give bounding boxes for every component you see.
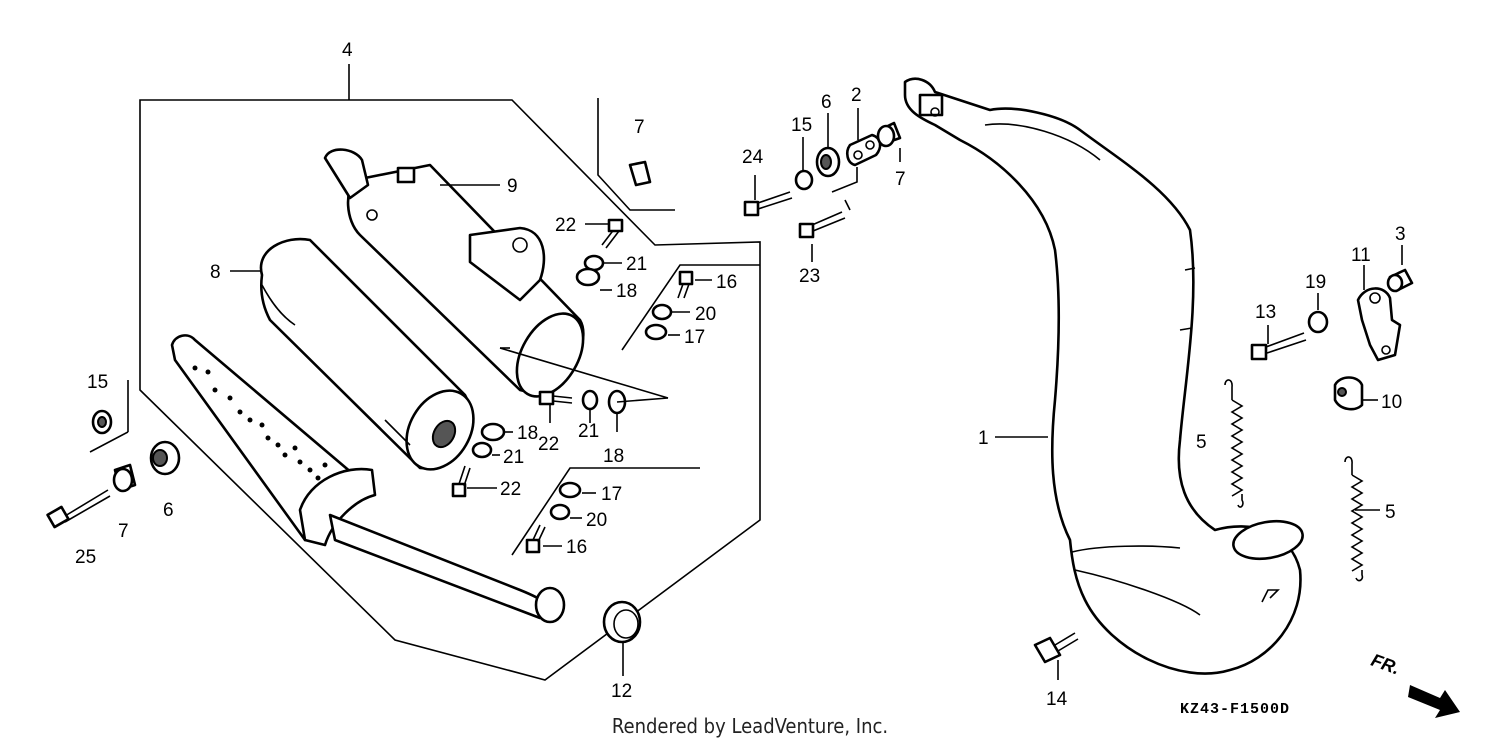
callout-14: 14 [1046, 689, 1068, 710]
muffler-body-part-9[interactable] [323, 148, 597, 408]
washer-part-15-left[interactable] [91, 409, 113, 435]
callout-18: 18 [603, 446, 624, 467]
callout-18: 18 [517, 423, 538, 444]
callout-16: 16 [566, 537, 587, 558]
callout-20: 20 [586, 510, 607, 531]
callout-10: 10 [1381, 392, 1402, 413]
washer-part-15-top[interactable] [794, 169, 814, 191]
washer-part-20-top[interactable] [651, 303, 673, 321]
bolt-part-25[interactable] [46, 489, 111, 529]
callout-6: 6 [821, 92, 832, 113]
bolt-part-16-top[interactable] [677, 270, 694, 299]
collar-part-7-top[interactable] [628, 160, 652, 187]
callout-4: 4 [342, 40, 353, 61]
bolt-part-16-low[interactable] [525, 524, 546, 554]
callout-22: 22 [555, 215, 576, 236]
washer-part-21-mid[interactable] [581, 389, 599, 411]
collar-part-7-left[interactable] [112, 463, 137, 493]
washer-part-17-top[interactable] [644, 323, 668, 341]
callout-19: 19 [1305, 272, 1326, 293]
callout-3: 3 [1395, 224, 1406, 245]
washer-part-21-low[interactable] [471, 441, 493, 459]
spring-part-5-left[interactable] [1224, 379, 1244, 508]
collar-part-3[interactable] [1386, 268, 1414, 293]
callout-24: 24 [742, 147, 764, 168]
callout-11: 11 [1351, 245, 1371, 266]
bolt-part-14[interactable] [1033, 632, 1079, 664]
callout-15: 15 [791, 115, 812, 136]
callout-16: 16 [716, 272, 737, 293]
callout-7: 7 [118, 521, 129, 542]
grommet-part-12[interactable] [602, 600, 642, 644]
exhaust-pipe-part-1[interactable] [903, 77, 1306, 675]
footer-credit: Rendered by LeadVenture, Inc. [611, 714, 889, 738]
bracket-part-2[interactable] [845, 133, 882, 167]
callout-22: 22 [500, 479, 521, 500]
callout-21: 21 [578, 421, 599, 442]
callout-6: 6 [163, 500, 174, 521]
callout-5: 5 [1385, 502, 1396, 523]
callout-12: 12 [611, 681, 632, 702]
callout-labels: 1 2 3 4 5 5 6 6 7 7 7 8 9 10 11 12 13 14… [75, 40, 1406, 710]
callout-21: 21 [503, 447, 524, 468]
spring-part-5-right[interactable] [1344, 456, 1364, 582]
callout-25: 25 [75, 547, 96, 568]
callout-17: 17 [684, 327, 705, 348]
callout-15: 15 [87, 372, 108, 393]
callout-7: 7 [634, 117, 645, 138]
bolt-part-13[interactable] [1250, 332, 1307, 361]
front-marker: FR. [1368, 650, 1402, 679]
callout-18: 18 [616, 281, 637, 302]
callout-1: 1 [978, 428, 989, 449]
bolt-part-22-top[interactable] [601, 218, 624, 249]
callout-23: 23 [799, 266, 820, 287]
callout-7: 7 [895, 169, 906, 190]
washer-part-18-low[interactable] [480, 422, 506, 442]
muffler-shell-part-8[interactable] [259, 237, 487, 481]
bolt-part-24[interactable] [743, 191, 793, 217]
bolt-part-22-low[interactable] [451, 465, 471, 498]
grommet-part-6-top[interactable] [815, 146, 841, 178]
nut-part-10[interactable] [1333, 376, 1364, 411]
callout-9: 9 [507, 176, 518, 197]
callout-17: 17 [601, 484, 622, 505]
inner-pipe[interactable] [170, 334, 566, 624]
grommet-part-6-left[interactable] [149, 440, 181, 476]
callout-5: 5 [1196, 432, 1207, 453]
washer-part-19[interactable] [1307, 310, 1329, 334]
bolt-part-22-mid[interactable] [538, 390, 573, 406]
bracket-part-11[interactable] [1356, 287, 1402, 362]
callout-2: 2 [851, 85, 862, 106]
callout-22: 22 [538, 434, 559, 455]
callout-20: 20 [695, 304, 716, 325]
front-direction-arrow-icon [1408, 685, 1460, 718]
bolt-part-23[interactable] [798, 211, 846, 239]
callout-21: 21 [626, 254, 647, 275]
muffler-assembly-bracket [139, 64, 761, 681]
washer-part-17-low[interactable] [558, 481, 582, 499]
washer-part-20-low[interactable] [549, 503, 571, 521]
diagram-code: KZ43-F1500D [1180, 701, 1290, 718]
collar-part-7-right[interactable] [876, 121, 902, 148]
callout-13: 13 [1255, 302, 1276, 323]
callout-8: 8 [210, 262, 221, 283]
washer-part-18-top[interactable] [575, 267, 601, 287]
